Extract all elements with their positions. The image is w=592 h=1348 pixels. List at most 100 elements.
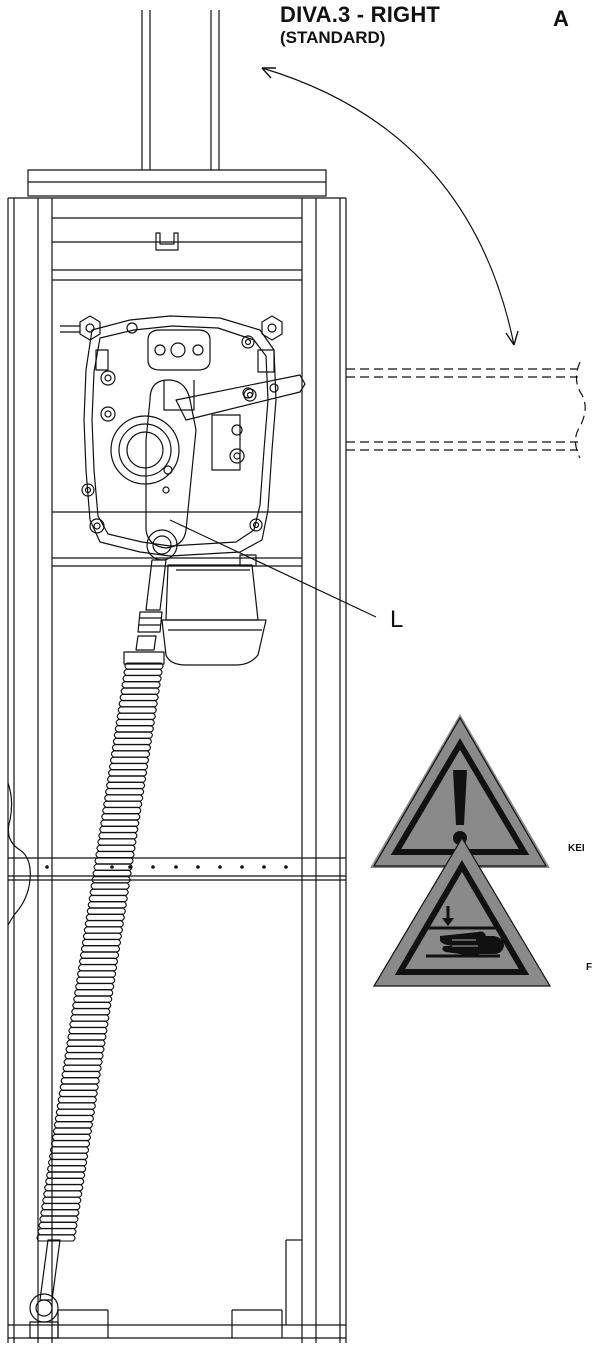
cabinet-top-cap <box>27 169 327 197</box>
spring-coil <box>74 989 114 997</box>
cabinet-frame <box>7 197 347 1343</box>
spring-coil <box>49 1146 90 1154</box>
hex-nuts <box>60 315 283 373</box>
spring-coil <box>104 794 144 802</box>
spring-coil <box>105 788 145 796</box>
spring-coil <box>101 813 141 821</box>
side-cutout <box>7 782 31 926</box>
spring-coil <box>108 769 148 777</box>
spring-coil <box>62 1064 102 1072</box>
spring-coil <box>61 1071 101 1079</box>
spring-coil <box>113 731 153 739</box>
spring-coil <box>38 1221 78 1229</box>
spring-coil <box>115 719 155 727</box>
warning-label-1: KEI <box>568 843 585 854</box>
spring-coil <box>119 693 159 701</box>
spring-coil <box>120 687 160 695</box>
crossbar-holes <box>45 865 288 869</box>
spring-coil <box>53 1121 93 1129</box>
spring-coil <box>66 1039 106 1047</box>
motor-body <box>161 554 267 666</box>
spring-coil <box>121 681 161 689</box>
boom-outline <box>346 361 586 459</box>
leader-line-L <box>169 519 377 618</box>
mount-plate <box>147 329 211 371</box>
spring-coil <box>59 1083 99 1091</box>
spring-coil <box>42 1196 82 1204</box>
spring-coil <box>94 857 134 865</box>
spring-coil <box>106 781 146 789</box>
spring-coil <box>109 756 150 764</box>
lever-arm <box>145 374 306 561</box>
spring-coils <box>36 662 164 1242</box>
bottom-brackets <box>57 1239 302 1338</box>
gearbox-housing <box>81 315 277 557</box>
spring-coil <box>36 1234 76 1242</box>
spring-coil <box>91 876 131 884</box>
perforated-crossbar <box>8 511 346 881</box>
spring-coil <box>98 832 138 840</box>
spring-coil <box>48 1159 88 1167</box>
spring-coil <box>110 750 151 758</box>
spring-coil <box>79 957 119 965</box>
spring-coil <box>64 1052 104 1060</box>
spring-coil <box>82 932 122 940</box>
spring-coil <box>50 1140 91 1148</box>
spring-coil <box>37 1228 77 1236</box>
spring-coil <box>40 1209 80 1217</box>
spring-rod <box>123 559 167 665</box>
spring-coil <box>46 1171 86 1179</box>
spring-coil <box>76 976 116 984</box>
view-letter: A <box>553 6 569 31</box>
spring-coil <box>70 1014 110 1022</box>
part-label: L <box>390 606 404 633</box>
spring-bottom-rod <box>29 1239 61 1339</box>
spring-coil <box>111 744 151 752</box>
spring-coil <box>41 1203 81 1211</box>
spring-coil <box>114 725 154 733</box>
spring-coil <box>124 662 164 670</box>
spring-coil <box>57 1096 97 1104</box>
spring-coil <box>95 851 135 859</box>
spring-coil <box>56 1102 96 1110</box>
rotation-arrow <box>261 67 519 346</box>
spring-coil <box>68 1027 108 1035</box>
spring-coil <box>58 1089 98 1097</box>
spring-coil <box>52 1127 92 1135</box>
spring-coil <box>55 1108 95 1116</box>
spring-coil <box>90 882 130 890</box>
diagram-subtitle: (STANDARD) <box>280 28 386 47</box>
spring-coil <box>116 712 156 720</box>
spring-coil <box>81 939 121 947</box>
diagram-title: DIVA.3 - RIGHT <box>280 2 441 27</box>
spring-coil <box>78 964 118 972</box>
spring-coil <box>99 825 139 833</box>
spring-coil <box>83 926 123 934</box>
spring-coil <box>88 895 128 903</box>
spring-coil <box>92 869 132 877</box>
spring-coil <box>96 844 136 852</box>
spring-coil <box>102 807 142 815</box>
spring-coil <box>103 800 143 808</box>
spring-coil <box>47 1165 87 1173</box>
spring-coil <box>86 907 126 915</box>
spring-coil <box>123 668 163 676</box>
spring-coil <box>45 1177 85 1185</box>
spring-coil <box>112 737 152 745</box>
spring-coil <box>65 1045 105 1053</box>
spring-coil <box>79 951 120 959</box>
spring-coil <box>54 1115 94 1123</box>
spring-coil <box>69 1020 109 1028</box>
spring-coil <box>93 863 133 871</box>
spring-coil <box>118 700 158 708</box>
spring-coil <box>51 1133 92 1141</box>
spring-coil <box>73 995 113 1003</box>
spring-coil <box>85 913 125 921</box>
exclamation-warning-icon <box>370 714 550 868</box>
spring-coil <box>60 1077 100 1085</box>
spring-coil <box>87 901 127 909</box>
spring-coil <box>67 1033 107 1041</box>
spring-coil <box>63 1058 103 1066</box>
